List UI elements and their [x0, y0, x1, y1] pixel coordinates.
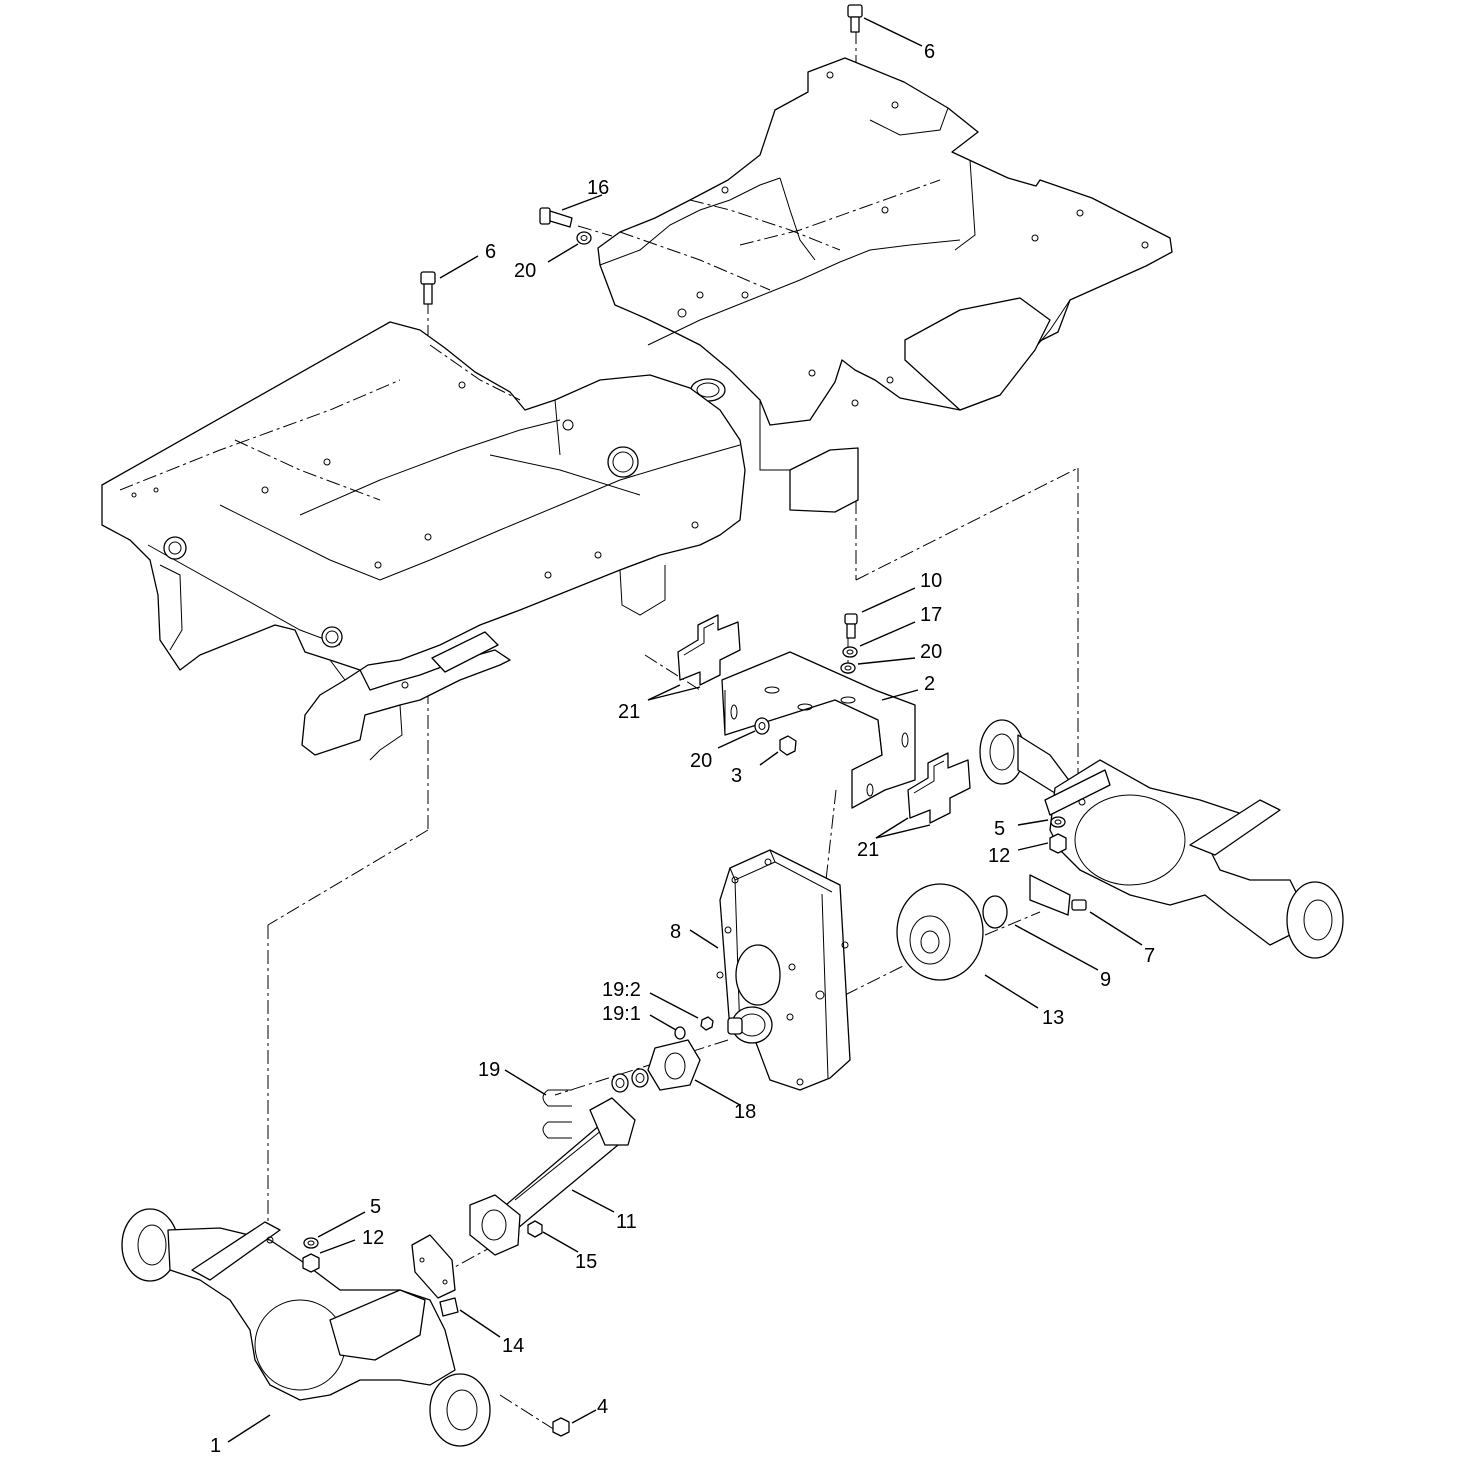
- nut-icon: [552, 1417, 570, 1437]
- callout-label: 20: [920, 641, 942, 663]
- washer-icon: [631, 1068, 649, 1088]
- callout-label: 8: [670, 921, 681, 943]
- callout-label: 10: [920, 570, 942, 592]
- nut-icon: [779, 735, 797, 756]
- callout-label: 21: [618, 701, 640, 723]
- mount-bracket: [721, 651, 916, 809]
- shim-plate: [907, 752, 971, 824]
- washer-icon: [611, 1073, 629, 1093]
- washer-icon: [840, 662, 856, 674]
- drive-shaft: [469, 1097, 636, 1256]
- bolt-icon: [539, 207, 573, 228]
- nut-icon: [302, 1253, 320, 1273]
- retaining-clip-icon: [542, 1089, 572, 1107]
- callout-label: 17: [920, 604, 942, 626]
- rear-axle: [979, 719, 1344, 959]
- callout-label: 19:2: [602, 979, 641, 1001]
- retaining-clip-icon: [542, 1121, 572, 1139]
- washer-icon: [303, 1237, 319, 1249]
- front-frame: [101, 321, 746, 761]
- gearbox: [716, 849, 851, 1091]
- callout-label: 1: [210, 1435, 221, 1457]
- callout-label: 19: [478, 1059, 500, 1081]
- callout-label: 13: [1042, 1007, 1064, 1029]
- callout-label: 14: [502, 1335, 524, 1357]
- o-ring: [982, 895, 1008, 929]
- shim-plate: [677, 614, 741, 686]
- flange-plate: [411, 1234, 456, 1299]
- washer-icon: [576, 231, 592, 245]
- bolt-icon: [1071, 899, 1087, 911]
- callout-label: 12: [362, 1227, 384, 1249]
- callout-label: 19:1: [602, 1003, 641, 1025]
- callout-label: 11: [616, 1211, 637, 1233]
- washer-icon: [1050, 816, 1066, 828]
- callout-label: 9: [1100, 969, 1111, 991]
- nut-icon: [1049, 833, 1067, 854]
- brake-disc: [896, 883, 984, 981]
- callout-labels: 6 16 20 6 10 17 20 2 21 20 3 21 5 12 7 8…: [210, 41, 1155, 1457]
- front-axle: [121, 1208, 491, 1447]
- callout-label: 4: [597, 1396, 608, 1418]
- bolt-icon: [439, 1297, 459, 1317]
- coupler-yoke: [647, 1039, 701, 1091]
- callout-label: 5: [994, 818, 1005, 840]
- washer-icon: [674, 1026, 686, 1040]
- callout-label: 7: [1144, 945, 1155, 967]
- nut-icon: [527, 1220, 543, 1238]
- washer-icon: [842, 646, 858, 658]
- callout-label: 20: [514, 260, 536, 282]
- callout-label: 2: [924, 673, 935, 695]
- bolt-icon: [844, 613, 858, 639]
- bolt-icon: [847, 4, 863, 33]
- callout-label: 15: [575, 1251, 597, 1273]
- callout-label: 12: [988, 845, 1010, 867]
- rear-frame: [597, 57, 1173, 513]
- callout-label: 3: [731, 765, 742, 787]
- nut-icon: [700, 1016, 714, 1031]
- bolt-icon: [420, 271, 436, 305]
- callout-label: 5: [370, 1196, 381, 1218]
- callout-label: 20: [690, 750, 712, 772]
- callout-label: 21: [857, 839, 879, 861]
- leader-lines: [227, 17, 1143, 1443]
- washer-icon: [754, 717, 770, 735]
- callout-label: 6: [485, 241, 496, 263]
- callout-label: 18: [734, 1101, 756, 1123]
- callout-label: 6: [924, 41, 935, 63]
- callout-label: 16: [587, 177, 609, 199]
